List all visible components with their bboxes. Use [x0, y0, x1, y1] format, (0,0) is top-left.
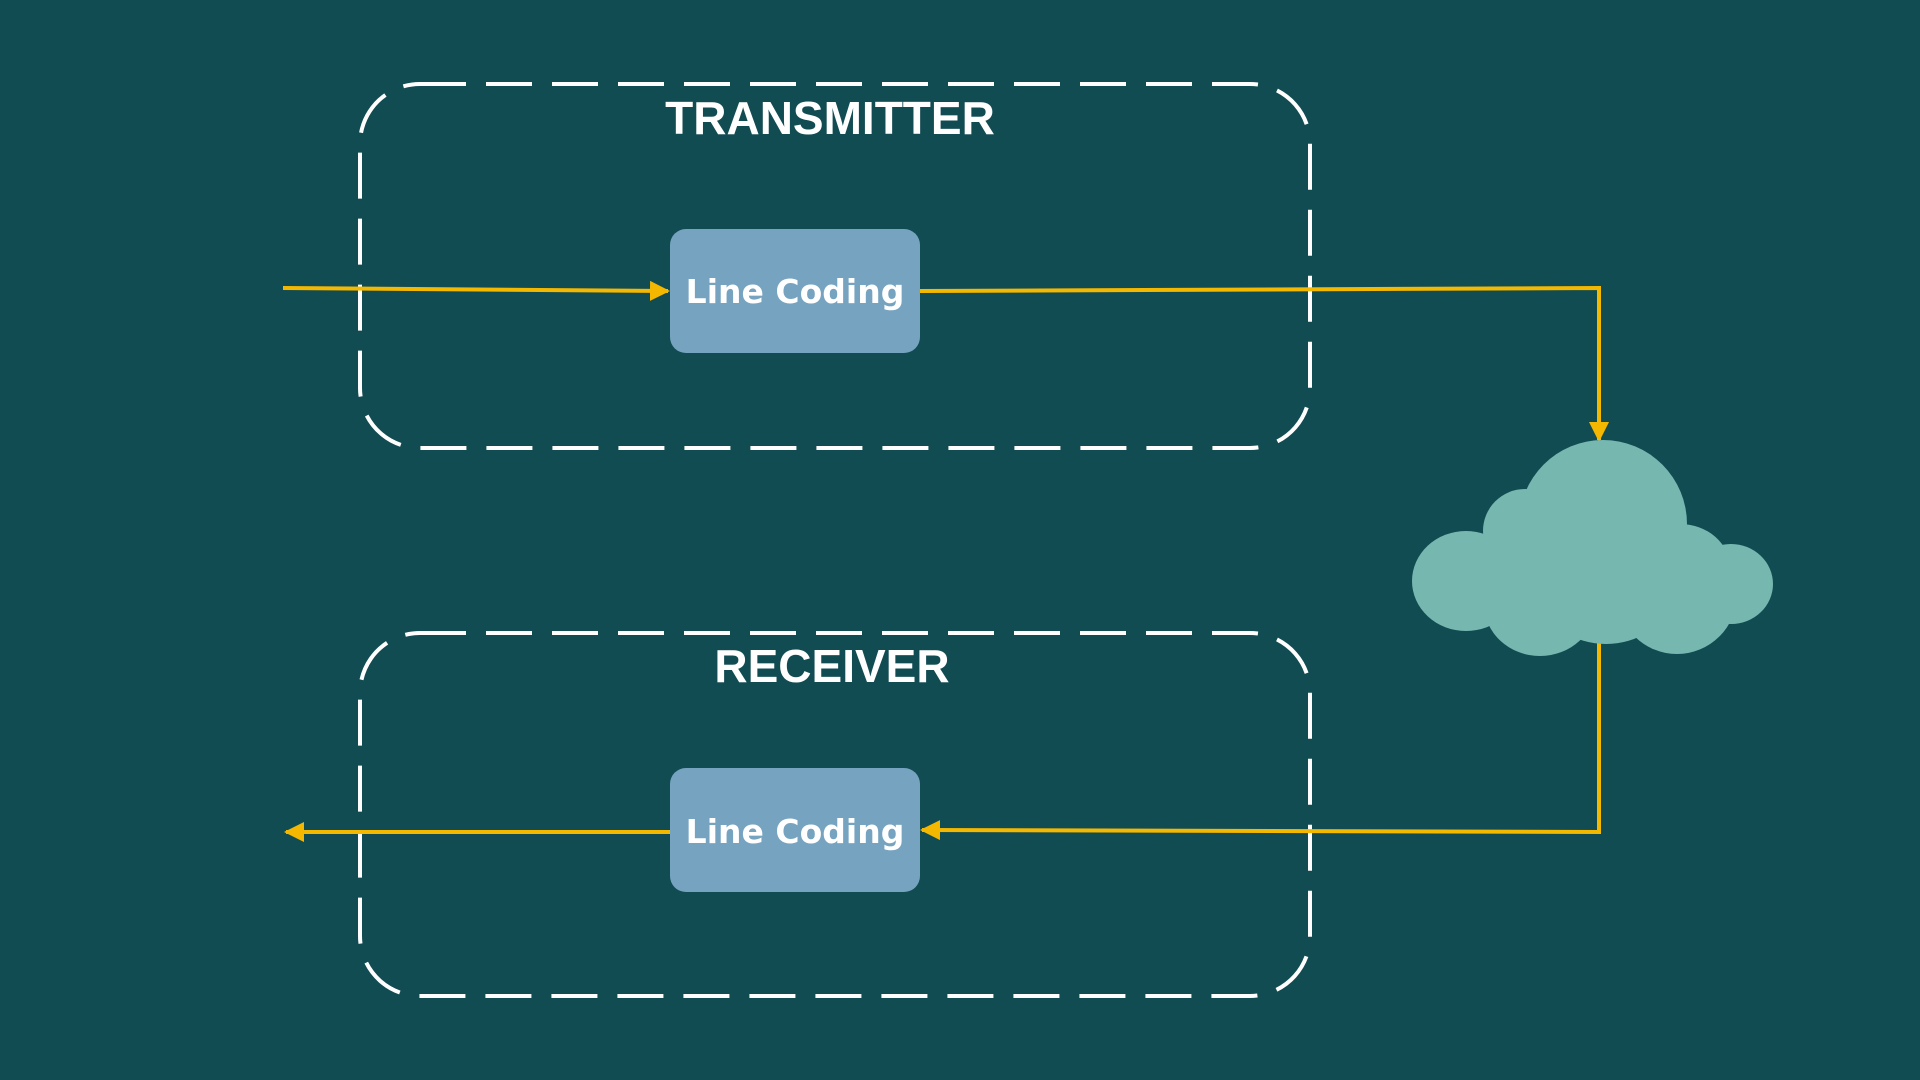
input-arrow: [282, 280, 670, 301]
transmitter-line-coding-block[interactable]: [670, 229, 920, 353]
receiver-line-coding-label: Line Coding: [686, 812, 905, 851]
receiver-title: RECEIVER: [714, 640, 949, 692]
signal-arrows: [282, 280, 1609, 842]
receiver-dashed-border: [358, 631, 1312, 998]
receiver-group: RECEIVER Line Coding: [358, 631, 1312, 998]
channel-to-receiver-arrow: [920, 640, 1601, 841]
cloud-icon: [1412, 440, 1773, 656]
transmitter-title: TRANSMITTER: [665, 92, 995, 144]
transmitter-line-coding-label: Line Coding: [686, 272, 905, 311]
transmitter-to-channel-arrow: [919, 285, 1609, 442]
transmitter-dashed-border: [358, 82, 1312, 450]
transmitter-group: TRANSMITTER Line Coding: [358, 82, 1312, 450]
receiver-line-coding-block[interactable]: [670, 768, 920, 892]
